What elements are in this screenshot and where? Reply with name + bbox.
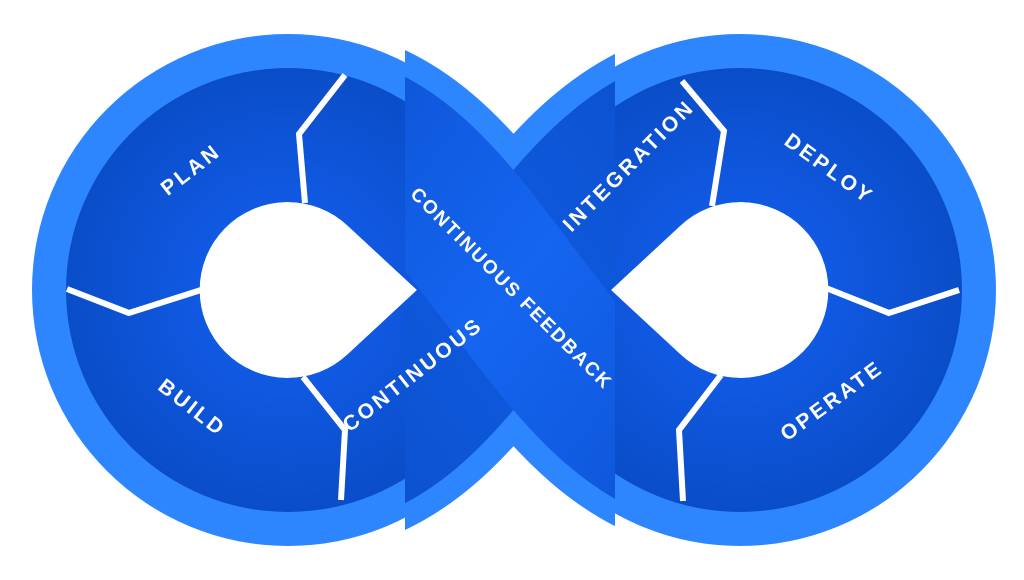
divider-feedback-plan [295, 73, 348, 204]
ring-right [518, 68, 962, 512]
divider-operate-feedback [675, 373, 724, 502]
divider-plan-build [65, 286, 202, 317]
ring-left [66, 68, 510, 512]
loop-hole-right [611, 202, 829, 378]
ribbon-continuous-feedback [405, 76, 615, 498]
divider-build-continuous [300, 375, 349, 501]
divider-deploy-operate [824, 285, 960, 317]
loop-hole-left [199, 202, 417, 379]
divider-integration-deploy [679, 79, 728, 207]
